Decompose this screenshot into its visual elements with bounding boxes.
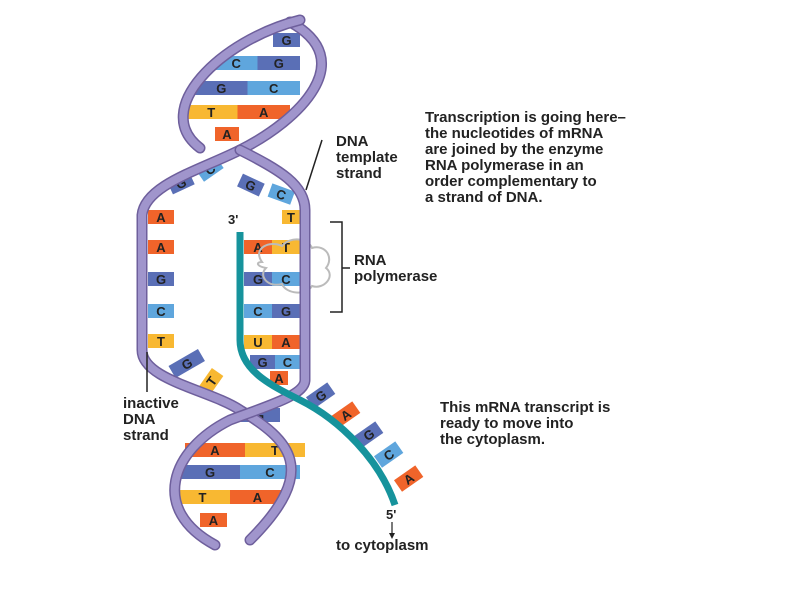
svg-text:G: G	[274, 56, 284, 71]
template-base-pair-right: T	[282, 210, 300, 225]
svg-text:G: G	[257, 355, 267, 370]
template-base-pair-right: C	[275, 355, 300, 370]
mrna-base: G	[305, 382, 336, 409]
svg-text:C: C	[283, 355, 293, 370]
svg-text:U: U	[253, 335, 262, 350]
mrna-note: This mRNA transcript is ready to move in…	[440, 399, 611, 448]
svg-text:G: G	[253, 272, 263, 287]
rna-polymerase-shape	[256, 238, 331, 294]
to-cytoplasm-label: to cytoplasm	[336, 537, 429, 554]
top-base-pair-right: G	[257, 56, 300, 71]
svg-text:C: C	[232, 56, 242, 71]
bottom-base-pair-left: A	[200, 513, 227, 528]
svg-text:T: T	[207, 105, 215, 120]
svg-text:G: G	[156, 272, 166, 287]
svg-text:A: A	[253, 240, 263, 255]
svg-text:G: G	[254, 408, 264, 423]
svg-text:G: G	[205, 465, 215, 480]
inactive-strand-base: C	[148, 304, 174, 319]
template-base-pair-left: G	[244, 272, 272, 287]
open-base: G	[237, 173, 265, 197]
template-base-pair-left: G	[250, 355, 275, 370]
template-base-pair-left: A	[270, 371, 288, 386]
inactive-dna-label: inactive DNA strand	[123, 395, 179, 444]
top-base-pair-right: G	[273, 33, 300, 48]
top-base-pair-left: T	[185, 105, 238, 120]
svg-text:A: A	[253, 490, 263, 505]
svg-text:A: A	[210, 443, 220, 458]
top-base-pair-right: C	[247, 81, 300, 96]
svg-text:T: T	[287, 210, 295, 225]
svg-text:A: A	[156, 240, 166, 255]
svg-text:G: G	[281, 33, 291, 48]
template-base-pair-right: C	[272, 272, 300, 287]
svg-text:T: T	[282, 240, 290, 255]
template-base-pair-left: A	[244, 240, 272, 255]
svg-text:A: A	[274, 371, 284, 386]
rna-polymerase-bracket	[330, 221, 350, 313]
template-base-pair-right: G	[272, 304, 300, 319]
svg-text:C: C	[269, 81, 279, 96]
svg-text:T: T	[157, 334, 165, 349]
inactive-strand-base: G	[168, 348, 205, 379]
svg-text:A: A	[156, 210, 166, 225]
svg-text:G: G	[216, 81, 226, 96]
inactive-strand-base: T	[148, 334, 174, 349]
top-base-pair-left: G	[195, 81, 248, 96]
svg-text:T: T	[271, 443, 279, 458]
template-base-pair-left: U	[244, 335, 272, 350]
bottom-base-pair-right: C	[240, 465, 300, 480]
template-base-pair-right: T	[272, 240, 300, 255]
dna-template-pointer	[305, 139, 323, 191]
bottom-base-pair-left: T	[175, 490, 230, 505]
bottom-base-pair-right: A	[230, 490, 285, 505]
bottom-base-pair-right: T	[245, 443, 305, 458]
template-base-pair-left: C	[244, 304, 272, 319]
inactive-strand-base: A	[148, 240, 174, 255]
open-base: C	[267, 183, 295, 205]
svg-text:T: T	[199, 490, 207, 505]
top-base-pair-left: A	[215, 127, 239, 142]
bottom-base-pair-left: G	[180, 465, 240, 480]
mrna-strand	[236, 232, 399, 507]
svg-text:A: A	[209, 513, 219, 528]
dna-strands	[136, 14, 327, 551]
top-base-pair-right: A	[237, 105, 290, 120]
svg-text:C: C	[156, 304, 166, 319]
svg-text:G: G	[281, 304, 291, 319]
svg-text:A: A	[222, 127, 232, 142]
svg-text:C: C	[253, 304, 263, 319]
arrowhead-icon	[389, 533, 395, 539]
inactive-strand-base: A	[148, 210, 174, 225]
three-prime-label: 3'	[228, 212, 239, 227]
svg-text:C: C	[281, 272, 291, 287]
mrna-base: G	[353, 421, 384, 448]
inactive-strand-base: G	[148, 272, 174, 287]
inactive-strand-base: T	[199, 367, 224, 395]
svg-text:A: A	[259, 105, 269, 120]
transcription-note: Transcription is going here– the nucleot…	[425, 109, 626, 206]
svg-text:A: A	[281, 335, 291, 350]
rna-polymerase-label: RNA polymerase	[354, 252, 438, 285]
mrna-base: C	[373, 441, 404, 468]
dna-template-label: DNA template strand	[336, 133, 398, 182]
mrna-base: A	[393, 465, 424, 492]
five-prime-label: 5'	[386, 507, 397, 522]
svg-text:C: C	[265, 465, 275, 480]
template-base-pair-right: A	[272, 335, 300, 350]
